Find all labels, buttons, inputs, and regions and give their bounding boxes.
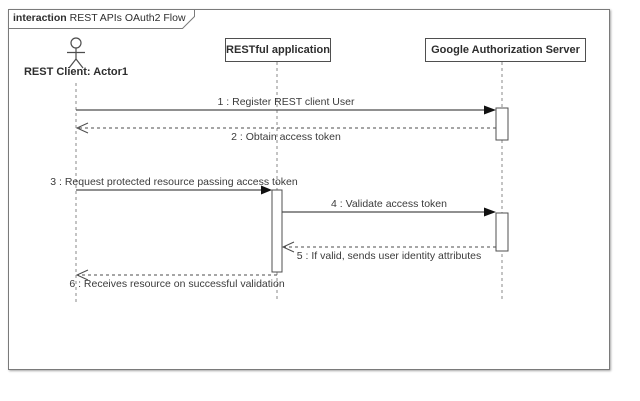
message-label-2: 2 : Obtain access token bbox=[231, 131, 341, 143]
message-label-4: 4 : Validate access token bbox=[331, 198, 447, 210]
activation-restful-app bbox=[271, 189, 283, 273]
frame-keyword: interaction bbox=[13, 12, 67, 24]
lifeline-label-rest-client: REST Client: Actor1 bbox=[23, 66, 129, 78]
message-label-1: 1 : Register REST client User bbox=[217, 96, 355, 108]
message-arrow-1 bbox=[76, 105, 496, 115]
lifeline-label-google-auth-server: Google Authorization Server bbox=[431, 44, 580, 56]
frame-title-text: REST APIs OAuth2 Flow bbox=[69, 12, 186, 24]
message-arrow-3 bbox=[76, 185, 272, 195]
message-arrow-6 bbox=[75, 269, 277, 281]
message-label-6: 6 : Receives resource on successful vali… bbox=[69, 278, 285, 290]
message-label-5: 5 : If valid, sends user identity attrib… bbox=[296, 250, 482, 262]
message-arrow-4 bbox=[282, 207, 496, 217]
frame-title-tab bbox=[8, 9, 195, 29]
activation-google-2 bbox=[495, 212, 509, 252]
activation-google-1 bbox=[495, 107, 509, 141]
lifeline-label-restful-application: RESTful application bbox=[226, 44, 330, 56]
lifeline-head-google-auth-server: Google Authorization Server bbox=[425, 38, 586, 62]
message-arrow-2 bbox=[75, 122, 496, 134]
message-arrow-5 bbox=[281, 241, 496, 253]
message-label-3: 3 : Request protected resource passing a… bbox=[50, 176, 298, 188]
actor-icon bbox=[67, 37, 85, 69]
frame-title: interaction REST APIs OAuth2 Flow bbox=[13, 12, 186, 24]
lifeline-head-restful-application: RESTful application bbox=[225, 38, 331, 62]
